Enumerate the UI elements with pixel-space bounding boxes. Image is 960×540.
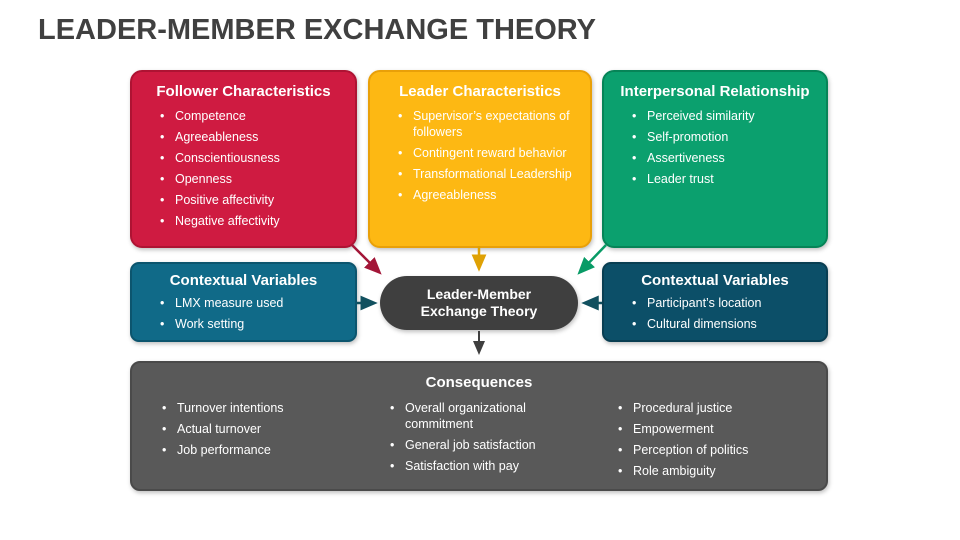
- interpersonal-relationship-list: Perceived similarity Self-promotion Asse…: [604, 108, 826, 187]
- consequences-column-2: Overall organizational commitment Genera…: [362, 400, 590, 484]
- follower-characteristics-list: Competence Agreeableness Conscientiousne…: [132, 108, 355, 229]
- list-item: Positive affectivity: [158, 192, 345, 208]
- consequences-column-1: Turnover intentions Actual turnover Job …: [134, 400, 362, 484]
- consequences-box: Consequences Turnover intentions Actual …: [130, 361, 828, 491]
- leader-characteristics-box: Leader Characteristics Supervisor’s expe…: [368, 70, 592, 248]
- list-item: Conscientiousness: [158, 150, 345, 166]
- list-item: Procedural justice: [616, 400, 796, 416]
- list-item: LMX measure used: [158, 295, 345, 311]
- list-item: Agreeableness: [158, 129, 345, 145]
- list-item: Overall organizational commitment: [388, 400, 568, 432]
- list-item: Perception of politics: [616, 442, 796, 458]
- list-item: Agreeableness: [396, 187, 580, 203]
- lmx-theory-center-node: Leader-Member Exchange Theory: [380, 276, 578, 330]
- contextual-variables-right-box: Contextual Variables Participant’s locat…: [602, 262, 828, 342]
- contextual-variables-left-heading: Contextual Variables: [169, 272, 318, 289]
- list-item: Supervisor’s expectations of followers: [396, 108, 580, 140]
- list-item: Satisfaction with pay: [388, 458, 568, 474]
- list-item: Negative affectivity: [158, 213, 345, 229]
- follower-characteristics-heading: Follower Characteristics: [156, 83, 331, 100]
- contextual-variables-right-list: Participant’s location Cultural dimensio…: [604, 295, 826, 332]
- follower-characteristics-box: Follower Characteristics Competence Agre…: [130, 70, 357, 248]
- list-item: Participant’s location: [630, 295, 816, 311]
- list-item: Contingent reward behavior: [396, 145, 580, 161]
- list-item: Work setting: [158, 316, 345, 332]
- list-item: General job satisfaction: [388, 437, 568, 453]
- list-item: Leader trust: [630, 171, 816, 187]
- list-item: Self-promotion: [630, 129, 816, 145]
- list-item: Transformational Leadership: [396, 166, 580, 182]
- list-item: Job performance: [160, 442, 340, 458]
- contextual-variables-left-list: LMX measure used Work setting: [132, 295, 355, 332]
- list-item: Assertiveness: [630, 150, 816, 166]
- list-item: Perceived similarity: [630, 108, 816, 124]
- consequences-columns: Turnover intentions Actual turnover Job …: [132, 391, 826, 484]
- list-item: Openness: [158, 171, 345, 187]
- lmx-theory-center-label: Leader-Member Exchange Theory: [420, 286, 538, 319]
- consequences-heading: Consequences: [425, 374, 533, 391]
- contextual-variables-right-heading: Contextual Variables: [641, 272, 789, 289]
- leader-characteristics-list: Supervisor’s expectations of followers C…: [370, 108, 590, 203]
- contextual-variables-left-box: Contextual Variables LMX measure used Wo…: [130, 262, 357, 342]
- list-item: Empowerment: [616, 421, 796, 437]
- interpersonal-relationship-heading: Interpersonal Relationship: [620, 83, 810, 100]
- list-item: Role ambiguity: [616, 463, 796, 479]
- list-item: Turnover intentions: [160, 400, 340, 416]
- page-title: LEADER-MEMBER EXCHANGE THEORY: [38, 14, 597, 46]
- list-item: Actual turnover: [160, 421, 340, 437]
- leader-characteristics-heading: Leader Characteristics: [399, 83, 561, 100]
- list-item: Competence: [158, 108, 345, 124]
- list-item: Cultural dimensions: [630, 316, 816, 332]
- interpersonal-relationship-box: Interpersonal Relationship Perceived sim…: [602, 70, 828, 248]
- consequences-column-3: Procedural justice Empowerment Perceptio…: [590, 400, 818, 484]
